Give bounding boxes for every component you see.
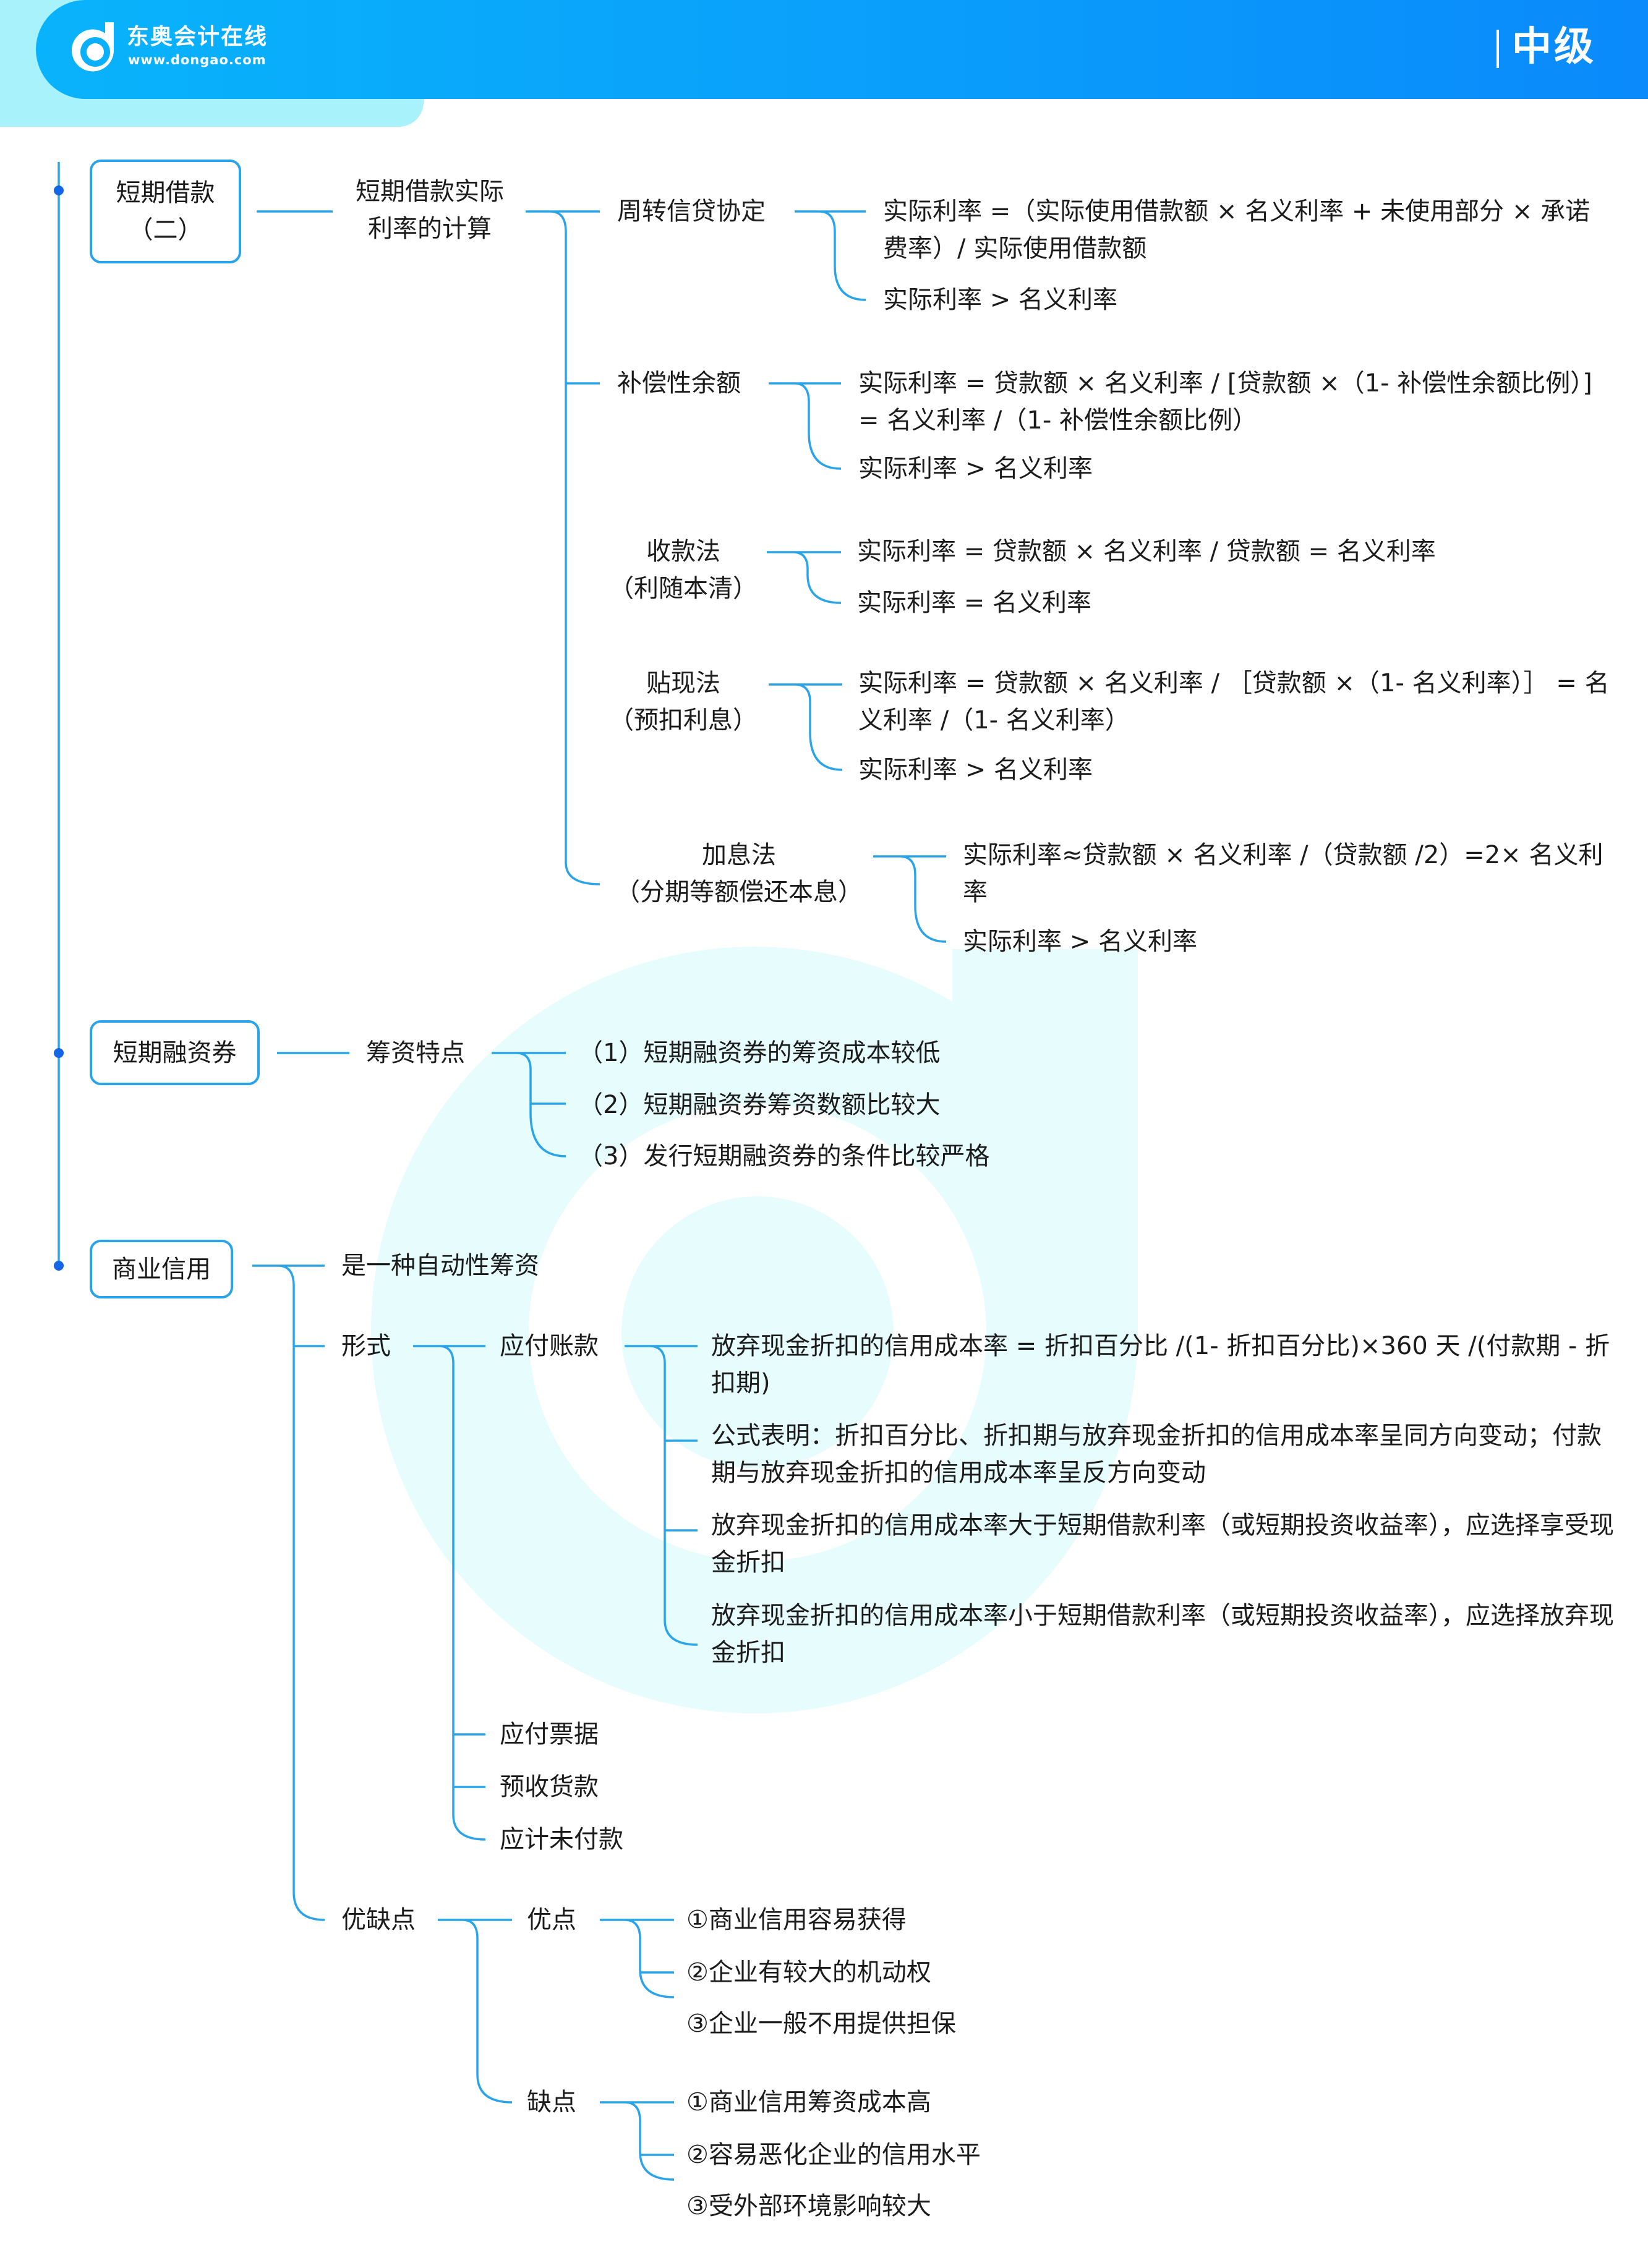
method-revolving-credit: 周转信贷协定 <box>617 197 766 226</box>
brand-name: 东奥会计在线 <box>127 24 268 49</box>
payable-item: 公式表明：折扣百分比、折扣期与放弃现金折扣的信用成本率呈同方向变动；付款期与放弃… <box>711 1422 1602 1487</box>
form-notes-payable: 应付票据 <box>500 1720 599 1749</box>
node-short-term-loan[interactable]: 短期借款 （二） <box>90 160 241 263</box>
node-short-term-bills[interactable]: 短期融资券 <box>90 1020 260 1085</box>
feature-item: （2）短期融资券筹资数额比较大 <box>578 1091 941 1119</box>
formula-item: 实际利率 > 名义利率 <box>963 927 1197 956</box>
cons-item: ③受外部环境影响较大 <box>686 2192 931 2220</box>
topic-effective-rate-calc: 短期借款实际 利率的计算 <box>356 177 504 243</box>
header-bar <box>36 0 1648 99</box>
exam-level-label: 中级 <box>1512 24 1596 70</box>
nature-text: 是一种自动性筹资 <box>341 1251 539 1280</box>
cons-item: ①商业信用筹资成本高 <box>686 2088 931 2117</box>
pros-item: ③企业一般不用提供担保 <box>686 2010 956 2038</box>
dongao-logo-icon <box>72 22 114 72</box>
method-compensating-balance: 补偿性余额 <box>617 369 741 398</box>
formula-item: 实际利率 > 名义利率 <box>883 286 1117 314</box>
bullet-dot-icon <box>54 1261 64 1271</box>
brand-url: www.dongao.com <box>128 53 267 67</box>
pros-label: 优点 <box>527 1906 576 1934</box>
formula-item: 实际利率 > 名义利率 <box>858 756 1093 784</box>
method-discount: 贴现法 （预扣利息） <box>609 669 758 735</box>
payable-item: 放弃现金折扣的信用成本率小于短期借款利率（或短期投资收益率），应选择放弃现金折扣 <box>711 1601 1614 1667</box>
feature-item: （1）短期融资券的筹资成本较低 <box>578 1039 941 1067</box>
method-collection: 收款法 （利随本清） <box>609 537 758 603</box>
formula-item: 实际利率 =（实际使用借款额 × 名义利率 + 未使用部分 × 承诺费率）/ 实… <box>883 197 1590 263</box>
cons-item: ②容易恶化企业的信用水平 <box>686 2141 981 2169</box>
bullet-dot-icon <box>54 1048 64 1058</box>
formula-item: 实际利率 = 贷款额 × 名义利率 / ［贷款额 ×（1- 名义利率）］ = 名… <box>858 669 1610 735</box>
formula-item: 实际利率 = 贷款额 × 名义利率 / [贷款额 ×（1- 补偿性余额比例）] … <box>858 369 1592 435</box>
node-title-line1: 短期借款 <box>116 179 215 207</box>
pros-item: ②企业有较大的机动权 <box>686 1958 931 1987</box>
bullet-dot-icon <box>54 185 64 195</box>
payable-item: 放弃现金折扣的信用成本率 = 折扣百分比 /(1- 折扣百分比)×360 天 /… <box>711 1332 1610 1397</box>
formula-item: 实际利率≈贷款额 × 名义利率 /（贷款额 /2）=2× 名义利率 <box>963 841 1603 906</box>
forms-label: 形式 <box>341 1332 391 1360</box>
cons-label: 缺点 <box>527 2088 576 2117</box>
pros-item: ①商业信用容易获得 <box>686 1906 907 1934</box>
formula-item: 实际利率 > 名义利率 <box>858 454 1093 483</box>
formula-item: 实际利率 = 贷款额 × 名义利率 / 贷款额 = 名义利率 <box>857 537 1436 566</box>
form-advance-receipts: 预收货款 <box>500 1773 599 1801</box>
header-separator <box>1496 30 1499 68</box>
form-accrued-unpaid: 应计未付款 <box>500 1825 623 1854</box>
topic-financing-features: 筹资特点 <box>366 1039 465 1067</box>
node-commercial-credit[interactable]: 商业信用 <box>90 1240 233 1298</box>
method-add-on: 加息法 （分期等额偿还本息） <box>615 841 863 906</box>
pros-cons-label: 优缺点 <box>341 1906 416 1934</box>
node-title-line2: （二） <box>128 216 203 244</box>
payable-item: 放弃现金折扣的信用成本率大于短期借款利率（或短期投资收益率），应选择享受现金折扣 <box>711 1511 1614 1577</box>
form-accounts-payable: 应付账款 <box>500 1332 599 1360</box>
formula-item: 实际利率 = 名义利率 <box>857 589 1091 617</box>
feature-item: （3）发行短期融资券的条件比较严格 <box>578 1142 990 1170</box>
